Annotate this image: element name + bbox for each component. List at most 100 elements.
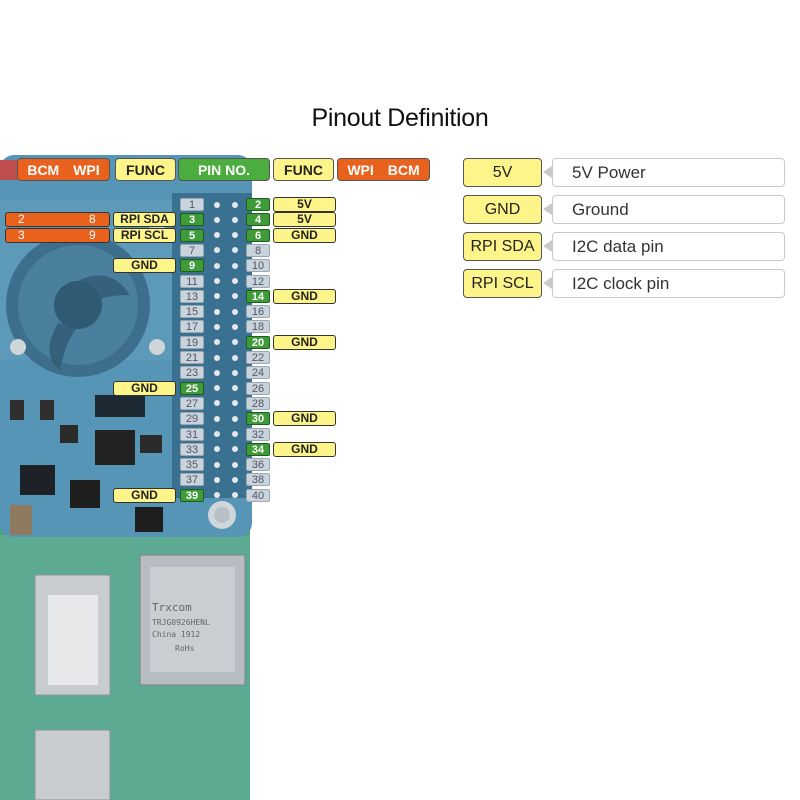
pin-dot xyxy=(214,308,220,315)
right-func-tag: 5V xyxy=(273,197,336,212)
pin-34: 34 xyxy=(246,442,270,456)
pin-dot xyxy=(214,232,220,239)
pin-33: 33 xyxy=(180,442,204,456)
pin-dot xyxy=(214,354,220,361)
pin-39: 39 xyxy=(180,488,204,502)
left-func-tag: GND xyxy=(113,487,176,503)
legend-key: 5V xyxy=(463,158,542,187)
bcm-number: 3 xyxy=(18,227,25,242)
wpi-number: 9 xyxy=(89,227,96,242)
header-left-bcm: BCM xyxy=(27,161,60,178)
right-func-tag: GND xyxy=(273,288,336,304)
wpi-number: 8 xyxy=(89,212,96,227)
pin-dot xyxy=(214,400,220,407)
left-func-tag: GND xyxy=(113,380,176,396)
pin-31: 31 xyxy=(180,427,204,441)
bcm-number: 2 xyxy=(18,212,25,227)
pin-dot xyxy=(214,323,220,330)
pin-10: 10 xyxy=(246,259,270,273)
legend-pointer xyxy=(543,166,552,178)
pin-27: 27 xyxy=(180,396,204,410)
pin-23: 23 xyxy=(180,366,204,380)
pin-21: 21 xyxy=(180,351,204,364)
pin-28: 28 xyxy=(246,396,270,410)
pin-dot xyxy=(214,339,220,346)
pin-32: 32 xyxy=(246,427,270,441)
pin-dot xyxy=(232,369,238,376)
pin-38: 38 xyxy=(246,473,270,487)
pin-dot xyxy=(232,216,238,223)
pin-18: 18 xyxy=(246,320,270,334)
legend-description: Ground xyxy=(552,195,785,224)
pin-15: 15 xyxy=(180,305,204,319)
legend-pointer xyxy=(543,277,552,289)
pin-dot xyxy=(214,278,220,284)
pin-dot xyxy=(232,339,238,346)
pin-12: 12 xyxy=(246,274,270,288)
pin-13: 13 xyxy=(180,289,204,303)
pin-14: 14 xyxy=(246,289,270,303)
legend-key: GND xyxy=(463,195,542,224)
pin-22: 22 xyxy=(246,351,270,364)
pin-dot xyxy=(214,476,220,483)
pin-dot xyxy=(232,400,238,407)
left-func-tag: GND xyxy=(113,258,176,274)
pin-dot xyxy=(232,461,238,468)
left-func-tag: RPI SCL xyxy=(113,227,176,243)
pin-dot xyxy=(214,446,220,453)
pin-dot xyxy=(232,476,238,483)
legend-description: 5V Power xyxy=(552,158,785,187)
pin-1: 1 xyxy=(180,198,204,211)
pin-20: 20 xyxy=(246,335,270,349)
pin-2: 2 xyxy=(246,198,270,211)
page-title: Pinout Definition xyxy=(311,104,489,132)
pin-dot xyxy=(214,293,220,300)
header-left-bcm-wpi: BCM WPI xyxy=(17,158,110,181)
pin-dot xyxy=(232,308,238,315)
pin-dot xyxy=(214,201,220,208)
right-func-tag: GND xyxy=(273,334,336,350)
pin-dot xyxy=(232,354,238,361)
pin-4: 4 xyxy=(246,213,270,227)
pin-dot xyxy=(232,431,238,437)
pin-35: 35 xyxy=(180,458,204,472)
pin-dot xyxy=(232,262,238,269)
header-left-func: FUNC xyxy=(115,158,176,181)
header-right-bcm: BCM xyxy=(387,161,420,178)
pin-dot xyxy=(214,415,220,422)
legend-pointer xyxy=(543,240,552,252)
right-func-tag: 5V xyxy=(273,212,336,228)
legend-pointer xyxy=(543,203,552,215)
pin-dot xyxy=(232,278,238,284)
header-right-wpi-bcm: WPI BCM xyxy=(337,158,430,181)
pin-dot xyxy=(214,461,220,468)
chip-text-4: RoHs xyxy=(175,644,194,653)
pin-dot xyxy=(232,415,238,422)
pin-26: 26 xyxy=(246,381,270,395)
pin-dot xyxy=(214,262,220,269)
pin-dot xyxy=(232,247,238,254)
left-func-tag: RPI SDA xyxy=(113,212,176,228)
pin-dot xyxy=(232,232,238,239)
header-right-func: FUNC xyxy=(273,158,334,181)
pin-dot xyxy=(232,385,238,392)
chip-text-2: TRJG0926HENL xyxy=(152,618,210,627)
pin-37: 37 xyxy=(180,473,204,487)
pin-8: 8 xyxy=(246,243,270,257)
header-left-wpi: WPI xyxy=(73,161,100,178)
pin-dot xyxy=(232,492,238,499)
header-pin-no: PIN NO. xyxy=(178,158,270,181)
pin-6: 6 xyxy=(246,228,270,242)
pin-3: 3 xyxy=(180,213,204,227)
legend-key: RPI SDA xyxy=(463,232,542,261)
pin-dot xyxy=(214,385,220,392)
chip-text-3: China 1912 xyxy=(152,630,200,639)
right-func-tag: GND xyxy=(273,411,336,427)
pin-11: 11 xyxy=(180,274,204,288)
pin-29: 29 xyxy=(180,412,204,426)
pin-dot xyxy=(232,293,238,300)
pin-25: 25 xyxy=(180,381,204,395)
pin-17: 17 xyxy=(180,320,204,334)
